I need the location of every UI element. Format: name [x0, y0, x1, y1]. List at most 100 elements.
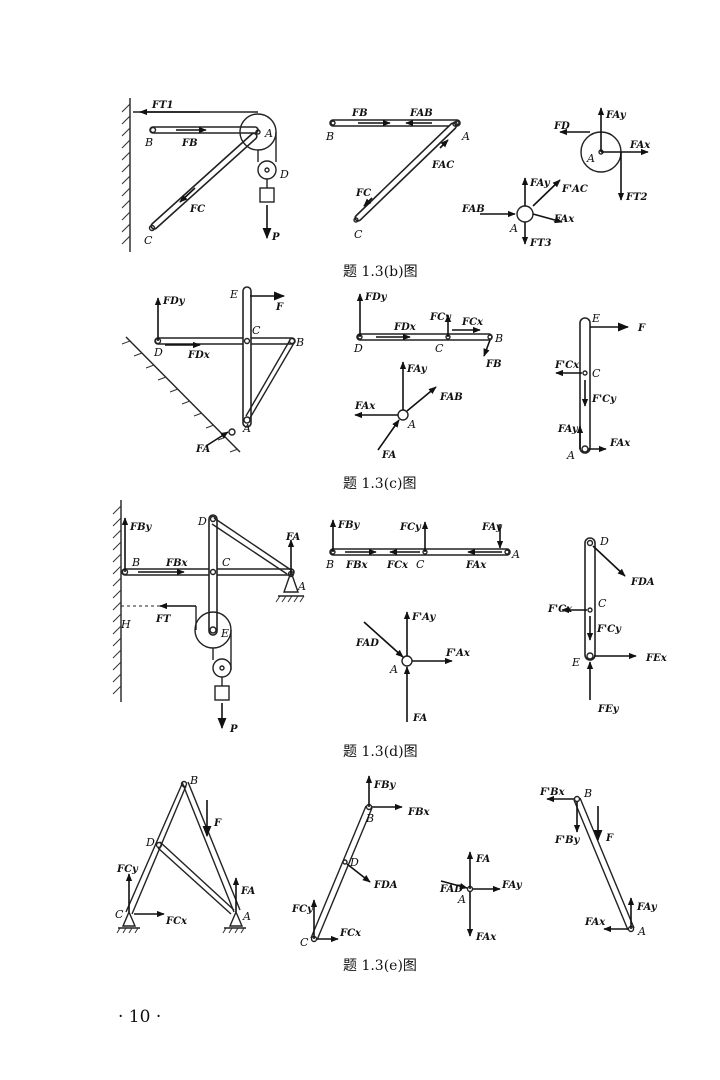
- svg-text:FAy: FAy: [406, 364, 428, 375]
- svg-text:FCy: FCy: [291, 904, 314, 915]
- fbd-pin-a-c: [397, 409, 409, 421]
- svg-text:FCy: FCy: [116, 864, 139, 875]
- pulley-d: [257, 160, 277, 180]
- svg-text:FAB: FAB: [439, 392, 463, 403]
- svg-text:FCx: FCx: [386, 560, 409, 571]
- svg-text:F: F: [637, 323, 646, 334]
- fbd-member-de: [584, 537, 596, 661]
- svg-text:C: C: [354, 228, 363, 241]
- svg-text:FB: FB: [351, 108, 368, 119]
- svg-text:F'Ax: F'Ax: [445, 648, 471, 659]
- svg-text:F: F: [275, 302, 284, 313]
- svg-text:D: D: [353, 342, 363, 355]
- svg-text:E: E: [591, 312, 600, 325]
- svg-text:FA: FA: [195, 444, 211, 455]
- pin-a: [255, 129, 261, 135]
- wall-hatching: [121, 103, 131, 245]
- svg-text:FDA: FDA: [373, 880, 398, 891]
- svg-text:FDA: FDA: [630, 577, 655, 588]
- label-fb: FB: [181, 138, 198, 149]
- svg-text:FBy: FBy: [337, 520, 361, 531]
- svg-text:F'Ay: F'Ay: [411, 612, 437, 623]
- svg-text:FBy: FBy: [373, 780, 397, 791]
- fbd-member-ac: [354, 122, 457, 222]
- svg-text:FEy: FEy: [597, 704, 620, 715]
- member-db: [154, 337, 296, 345]
- svg-text:FAx: FAx: [609, 438, 631, 449]
- svg-text:D: D: [349, 856, 359, 869]
- svg-text:FAB: FAB: [409, 108, 433, 119]
- svg-text:H: H: [120, 618, 131, 631]
- svg-text:A: A: [511, 548, 520, 561]
- svg-text:FBx: FBx: [345, 560, 369, 571]
- caption-b: 题 1.3(b)图: [343, 264, 418, 280]
- svg-text:FCy: FCy: [399, 522, 422, 533]
- svg-text:C: C: [300, 936, 309, 949]
- svg-text:D: D: [599, 535, 609, 548]
- label-fc: FC: [189, 204, 205, 215]
- svg-text:C: C: [416, 558, 425, 571]
- svg-text:FAy: FAy: [605, 110, 627, 121]
- svg-text:P: P: [229, 724, 238, 735]
- svg-text:FBx: FBx: [407, 807, 431, 818]
- figure-b: FT1 P FB FC B C A D FB FAB: [121, 98, 651, 252]
- svg-text:C: C: [435, 342, 444, 355]
- svg-text:FA: FA: [285, 532, 301, 543]
- svg-text:FA: FA: [381, 450, 397, 461]
- label-p: P: [271, 232, 280, 243]
- caption-c: 题 1.3(c)图: [343, 476, 416, 492]
- figure-c: FDy FDx F FA E C B D A FDy FDx FCy FCx F…: [121, 286, 646, 462]
- fbd-pin-a: [516, 205, 534, 223]
- svg-text:A: A: [586, 152, 595, 165]
- svg-text:FAD: FAD: [439, 884, 463, 895]
- svg-text:FBx: FBx: [165, 558, 189, 569]
- fbd-member-ba-e: [573, 799, 629, 931]
- svg-text:B: B: [295, 336, 304, 349]
- label-ft1: FT1: [151, 100, 174, 111]
- svg-text:FAx: FAx: [629, 140, 651, 151]
- svg-text:A: A: [297, 580, 306, 593]
- svg-text:A: A: [389, 663, 398, 676]
- svg-text:FAx: FAx: [475, 932, 497, 943]
- svg-text:FT2: FT2: [625, 192, 648, 203]
- svg-text:FDx: FDx: [393, 322, 417, 333]
- svg-text:FA: FA: [475, 854, 491, 865]
- svg-text:F: F: [605, 833, 614, 844]
- svg-text:FAy: FAy: [636, 902, 658, 913]
- member-ba-e: [181, 781, 235, 913]
- svg-text:F'Cy: F'Cy: [591, 394, 617, 405]
- svg-text:C: C: [115, 908, 124, 921]
- svg-text:FAy: FAy: [557, 424, 579, 435]
- svg-text:FAx: FAx: [584, 917, 606, 928]
- svg-text:A: A: [566, 449, 575, 462]
- svg-text:F'Cx: F'Cx: [547, 604, 573, 615]
- svg-text:E: E: [229, 288, 238, 301]
- svg-text:D: D: [145, 836, 155, 849]
- svg-text:F'By: F'By: [554, 835, 581, 846]
- svg-text:F'Bx: F'Bx: [539, 787, 566, 798]
- member-cb: [125, 783, 183, 913]
- member-ea: [242, 286, 252, 428]
- svg-text:FCx: FCx: [165, 916, 188, 927]
- svg-text:FT: FT: [155, 614, 172, 625]
- member-da-e: [159, 841, 235, 911]
- figure-d: P FBy FBx FT FA B C D A E H FBy FBx FCy …: [112, 500, 668, 735]
- svg-text:C: C: [598, 597, 607, 610]
- member-ac: [150, 132, 258, 230]
- pin-support-a: [283, 569, 299, 593]
- svg-text:C: C: [252, 324, 261, 337]
- svg-text:FAB: FAB: [461, 204, 485, 215]
- svg-text:FBy: FBy: [129, 522, 153, 533]
- svg-text:FA: FA: [412, 713, 428, 724]
- svg-text:FC: FC: [355, 188, 371, 199]
- member-ba: [249, 342, 295, 419]
- svg-text:A: A: [509, 222, 518, 235]
- svg-text:D: D: [153, 346, 163, 359]
- svg-text:F'AC: F'AC: [561, 184, 588, 195]
- svg-text:FAx: FAx: [354, 401, 376, 412]
- arrow-fc: [179, 187, 196, 203]
- svg-text:FAD: FAD: [355, 638, 379, 649]
- svg-text:FCy: FCy: [429, 312, 452, 323]
- svg-text:B: B: [365, 812, 374, 825]
